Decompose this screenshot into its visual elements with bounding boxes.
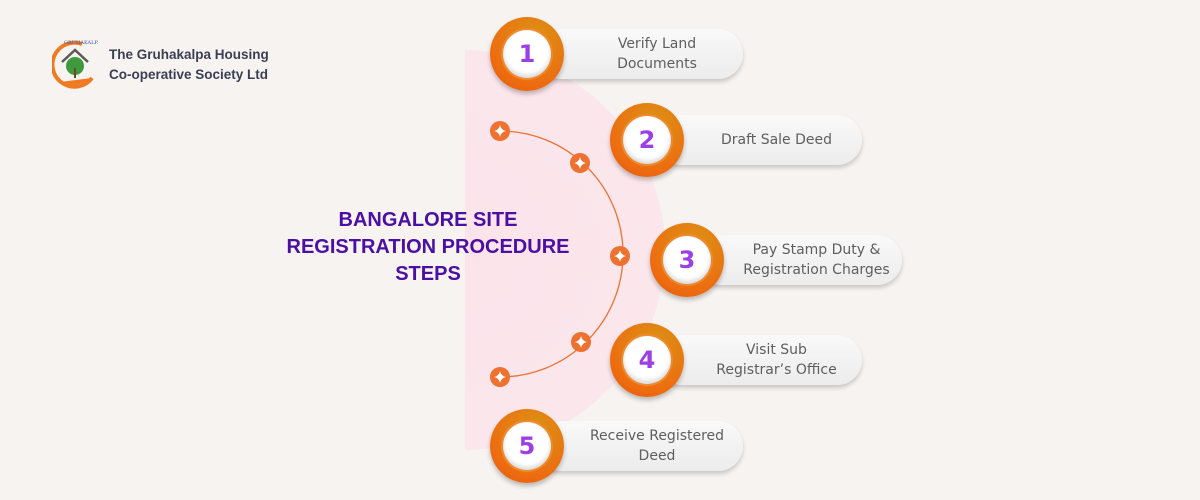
step-label-line1: Receive Registered	[589, 428, 725, 444]
sparkle-dot-icon	[610, 246, 630, 266]
step-number-badge-2: 2	[610, 103, 684, 177]
step-label-line2: Registrar’s Office	[716, 362, 837, 378]
sparkle-dot-icon	[490, 367, 510, 387]
step-label-line1: Verify Land	[617, 36, 697, 52]
step-label-line1: Pay Stamp Duty &	[752, 242, 881, 258]
step-number: 3	[663, 236, 711, 284]
gruhakalpa-logo: GRUHAKALPA	[52, 40, 98, 89]
step-card-3: Pay Stamp Duty & Registration Charges	[697, 235, 902, 285]
step-label-line2: Documents	[617, 56, 697, 72]
step-label-line1: Visit Sub	[746, 342, 807, 358]
step-label-line1: Draft Sale Deed	[720, 132, 833, 148]
brand-name-line2: Co-operative Society Ltd	[109, 67, 269, 82]
brand-name-line1: The Gruhakalpa Housing	[109, 47, 269, 62]
brand-name: The Gruhakalpa Housing Co-operative Soci…	[109, 45, 269, 85]
step-number-badge-3: 3	[650, 223, 724, 297]
title-line2: REGISTRATION PROCEDURE	[286, 236, 570, 258]
step-number-badge-4: 4	[610, 323, 684, 397]
step-label-line2: Registration Charges	[743, 262, 890, 278]
title-line1: BANGALORE SITE	[338, 209, 518, 231]
title-line3: STEPS	[395, 263, 461, 285]
step-label-line2: Deed	[638, 448, 676, 464]
svg-text:GRUHAKALPA: GRUHAKALPA	[64, 40, 98, 46]
step-card-2: Draft Sale Deed	[657, 115, 862, 165]
arc-line	[499, 130, 624, 378]
step-number: 4	[623, 336, 671, 384]
step-number: 5	[503, 422, 551, 470]
step-number: 1	[503, 30, 551, 78]
page-title: BANGALORE SITE REGISTRATION PROCEDURE ST…	[268, 207, 588, 288]
sparkle-dot-icon	[571, 332, 591, 352]
sparkle-dot-icon	[570, 153, 590, 173]
step-number-badge-1: 1	[490, 17, 564, 91]
step-number: 2	[623, 116, 671, 164]
step-number-badge-5: 5	[490, 409, 564, 483]
sparkle-dot-icon	[490, 121, 510, 141]
